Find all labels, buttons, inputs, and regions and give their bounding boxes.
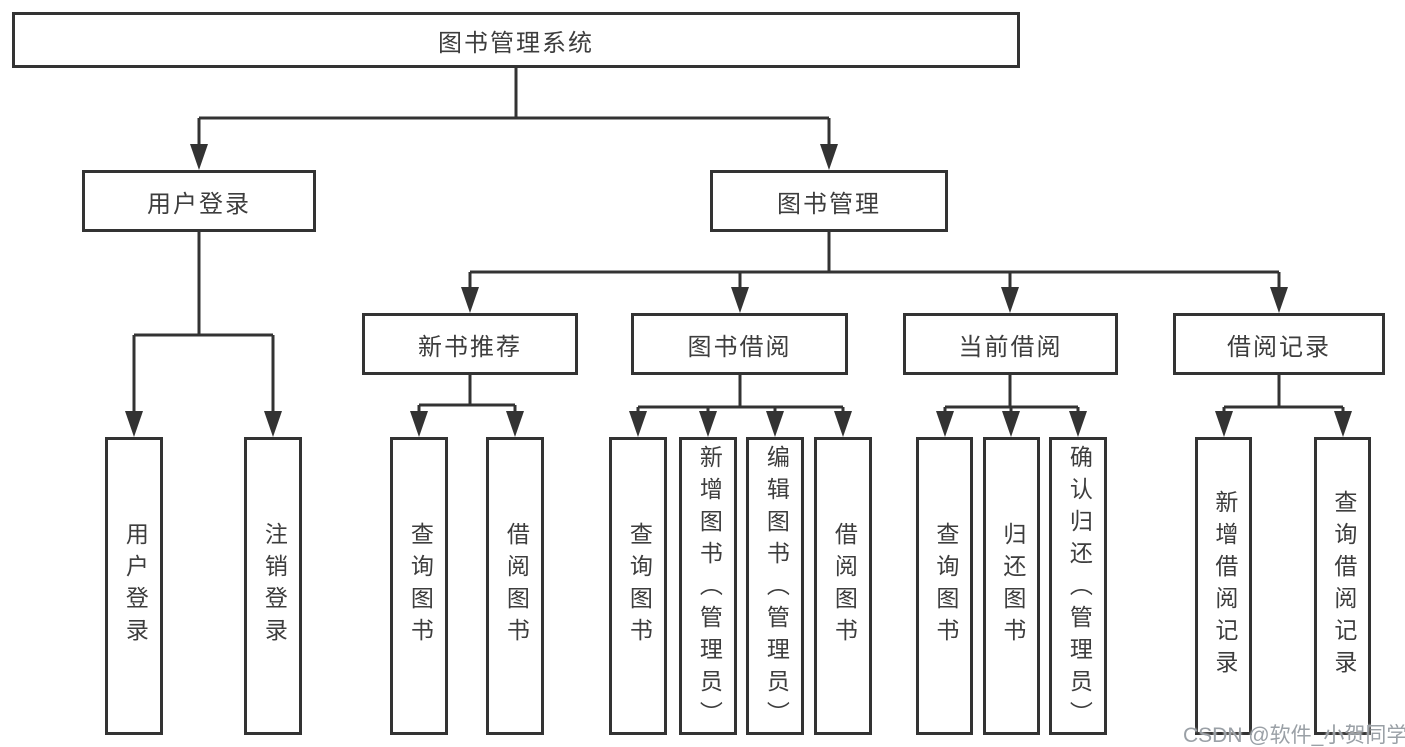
node-new-book-recommend-label: 新书推荐 xyxy=(418,333,522,361)
node-current-borrow-label: 当前借阅 xyxy=(958,333,1063,361)
leaf-current-return: 归还图书 xyxy=(983,437,1040,735)
leaf-user-login-label: 用户登录 xyxy=(122,522,149,650)
leaf-borrow-query: 查询图书 xyxy=(609,437,667,735)
node-book-management: 图书管理 xyxy=(710,170,948,232)
node-user-login-label: 用户登录 xyxy=(147,190,251,218)
leaf-logout: 注销登录 xyxy=(244,437,302,735)
csdn-watermark: CSDN @软件_小贺同学 xyxy=(1183,724,1405,747)
node-borrow-record: 借阅记录 xyxy=(1173,313,1385,375)
leaf-current-confirm-admin: 确认归还（管理员） xyxy=(1049,437,1107,735)
leaf-record-query-label: 查询借阅记录 xyxy=(1330,490,1357,682)
leaf-borrow-edit-admin: 编辑图书（管理员） xyxy=(746,437,804,735)
node-new-book-recommend: 新书推荐 xyxy=(362,313,578,375)
node-book-management-label: 图书管理 xyxy=(777,190,881,218)
leaf-current-query-label: 查询图书 xyxy=(932,522,959,650)
leaf-borrow-query-label: 查询图书 xyxy=(626,522,653,650)
leaf-current-confirm-admin-label: 确认归还（管理员） xyxy=(1066,445,1093,733)
leaf-borrow-add-admin-label: 新增图书（管理员） xyxy=(696,445,723,733)
leaf-current-query: 查询图书 xyxy=(916,437,973,735)
leaf-logout-label: 注销登录 xyxy=(261,522,288,650)
leaf-record-add: 新增借阅记录 xyxy=(1195,437,1252,735)
leaf-borrow-add-admin: 新增图书（管理员） xyxy=(679,437,737,735)
leaf-borrow-edit-admin-label: 编辑图书（管理员） xyxy=(763,445,790,733)
node-user-login: 用户登录 xyxy=(82,170,316,232)
leaf-newbook-query-label: 查询图书 xyxy=(407,522,434,650)
leaf-borrow-borrow: 借阅图书 xyxy=(814,437,872,735)
node-book-borrow-label: 图书借阅 xyxy=(687,333,792,361)
leaf-record-add-label: 新增借阅记录 xyxy=(1211,490,1238,682)
leaf-borrow-borrow-label: 借阅图书 xyxy=(831,522,858,650)
leaf-current-return-label: 归还图书 xyxy=(999,522,1026,650)
node-book-borrow: 图书借阅 xyxy=(631,313,848,375)
node-root-system: 图书管理系统 xyxy=(12,12,1020,68)
node-root-label: 图书管理系统 xyxy=(438,29,594,57)
leaf-newbook-borrow-label: 借阅图书 xyxy=(503,522,530,650)
node-borrow-record-label: 借阅记录 xyxy=(1227,333,1331,361)
leaf-record-query: 查询借阅记录 xyxy=(1314,437,1371,735)
leaf-user-login: 用户登录 xyxy=(105,437,163,735)
node-current-borrow: 当前借阅 xyxy=(903,313,1118,375)
leaf-newbook-borrow: 借阅图书 xyxy=(486,437,544,735)
leaf-newbook-query: 查询图书 xyxy=(390,437,448,735)
